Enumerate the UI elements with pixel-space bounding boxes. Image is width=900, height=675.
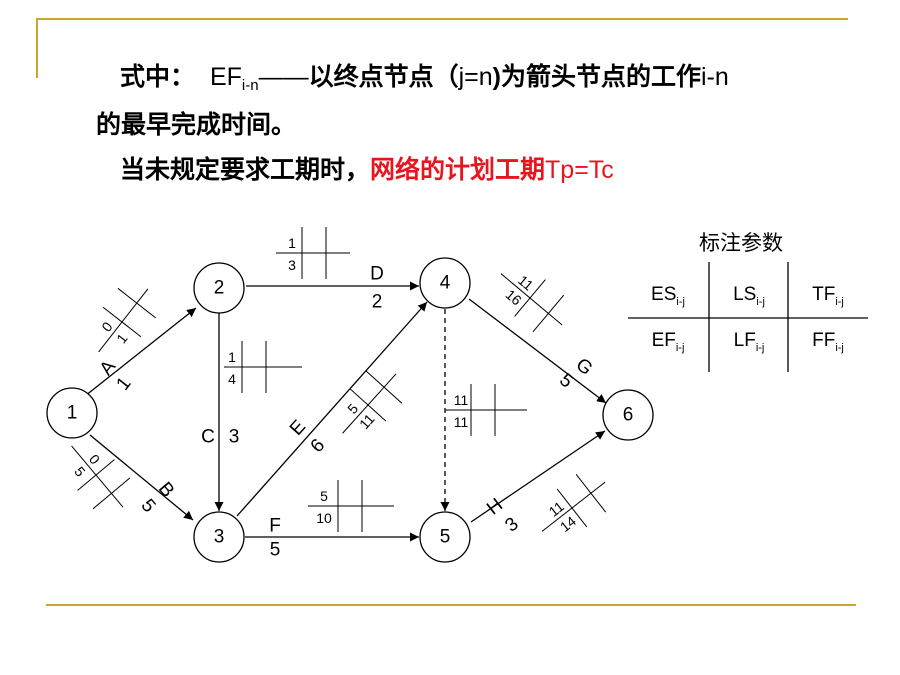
legend-lf: LFi-j <box>734 330 765 354</box>
bottom-rule <box>46 604 856 606</box>
activity-E-name: E <box>286 416 310 439</box>
text-line-2: 的最早完成时间。 <box>96 111 297 139</box>
node-label-1: 1 <box>67 403 78 424</box>
node-2 <box>193 262 245 314</box>
param-B-ef: 5 <box>71 463 88 479</box>
node-4 <box>419 257 471 309</box>
param-dummy-ef: 11 <box>454 414 469 430</box>
activity-A-duration: 1 <box>112 373 135 394</box>
dash: —— <box>258 63 309 91</box>
arrow-A <box>84 307 197 397</box>
line3-bold: 当未规定要求工期时， <box>120 156 371 184</box>
param-C-es: 1 <box>228 349 236 365</box>
line3-formula: Tp=Tc <box>545 156 614 184</box>
param-H-ef: 14 <box>557 513 579 535</box>
legend-es: ESi-j <box>651 284 685 308</box>
activity-G-duration: 5 <box>555 370 577 393</box>
param-cross-dummy: 11 11 <box>445 384 527 436</box>
line3-red: 网络的计划工期 <box>370 156 546 184</box>
arrow-H <box>470 430 606 523</box>
param-D-ef: 3 <box>288 257 296 273</box>
legend-ls: LSi-j <box>733 284 765 308</box>
activity-B-duration: 5 <box>137 495 160 517</box>
legend-ff: FFi-j <box>812 330 844 354</box>
param-cross-F: 5 10 <box>308 480 394 532</box>
arrow-B <box>89 434 194 521</box>
param-cross-G: 11 16 <box>500 272 565 333</box>
node-label-4: 4 <box>440 273 451 294</box>
param-A-ef: 1 <box>113 330 131 346</box>
node-label-6: 6 <box>623 405 634 426</box>
legend-tf: TFi-j <box>812 284 844 308</box>
param-cross-H: 11 14 <box>541 474 607 535</box>
arrow-G <box>468 298 607 404</box>
activity-E-duration: 6 <box>307 435 330 457</box>
activity-H-duration: 3 <box>501 513 522 536</box>
arrow-E <box>236 301 428 517</box>
legend-ef: EFi-j <box>652 330 685 354</box>
top-rule <box>36 18 848 20</box>
line1-jn: j=n <box>458 63 493 91</box>
legend: 标注参数 ESi-j LSi-j TFi-j EFi-j LFi-j FFi-j <box>628 232 868 372</box>
node-3 <box>193 511 245 563</box>
param-E-ef: 11 <box>356 410 378 432</box>
node-1 <box>46 387 98 439</box>
left-rule <box>36 18 38 78</box>
node-label-2: 2 <box>214 278 225 299</box>
line1-bold-mid: 以终点节点（ <box>308 63 459 91</box>
param-cross-A: 0 1 <box>98 287 156 353</box>
param-E-es: 5 <box>344 400 361 417</box>
activity-F-name: F <box>269 516 281 537</box>
line1-bold-end: )为箭头节点的工作 <box>492 63 701 91</box>
param-D-es: 1 <box>288 235 296 251</box>
ef-symbol: EFi-n <box>209 63 259 94</box>
legend-title: 标注参数 <box>699 232 783 255</box>
line1-tail: i-n <box>701 63 729 91</box>
activity-F-duration: 5 <box>270 540 281 561</box>
activity-C-duration: 3 <box>229 427 240 448</box>
param-A-es: 0 <box>98 319 116 335</box>
param-dummy-es: 11 <box>454 392 469 408</box>
param-B-es: 0 <box>86 451 103 467</box>
activity-D-name: D <box>370 264 384 285</box>
activity-C-name: C <box>201 427 215 448</box>
node-label-3: 3 <box>214 527 225 548</box>
param-cross-E: 5 11 <box>342 370 403 434</box>
text-line-3: 当未规定要求工期时，网络的计划工期Tp=Tc <box>120 155 614 185</box>
node-label-5: 5 <box>440 527 451 548</box>
node-6 <box>602 389 654 441</box>
param-F-ef: 10 <box>316 510 332 526</box>
param-cross-B: 0 5 <box>71 445 131 510</box>
activity-D-duration: 2 <box>372 292 383 313</box>
activity-H-name: H <box>483 494 507 519</box>
activity-B-name: B <box>154 478 178 501</box>
label-prefix: 式中： <box>120 63 196 91</box>
node-5 <box>419 511 471 563</box>
param-cross-C: 1 4 <box>224 341 302 393</box>
text-line-1: 式中： EFi-n——以终点节点（j=n)为箭头节点的工作i-n <box>120 62 729 94</box>
param-cross-D: 1 3 <box>276 227 350 279</box>
param-C-ef: 4 <box>228 371 236 387</box>
param-F-es: 5 <box>320 488 328 504</box>
